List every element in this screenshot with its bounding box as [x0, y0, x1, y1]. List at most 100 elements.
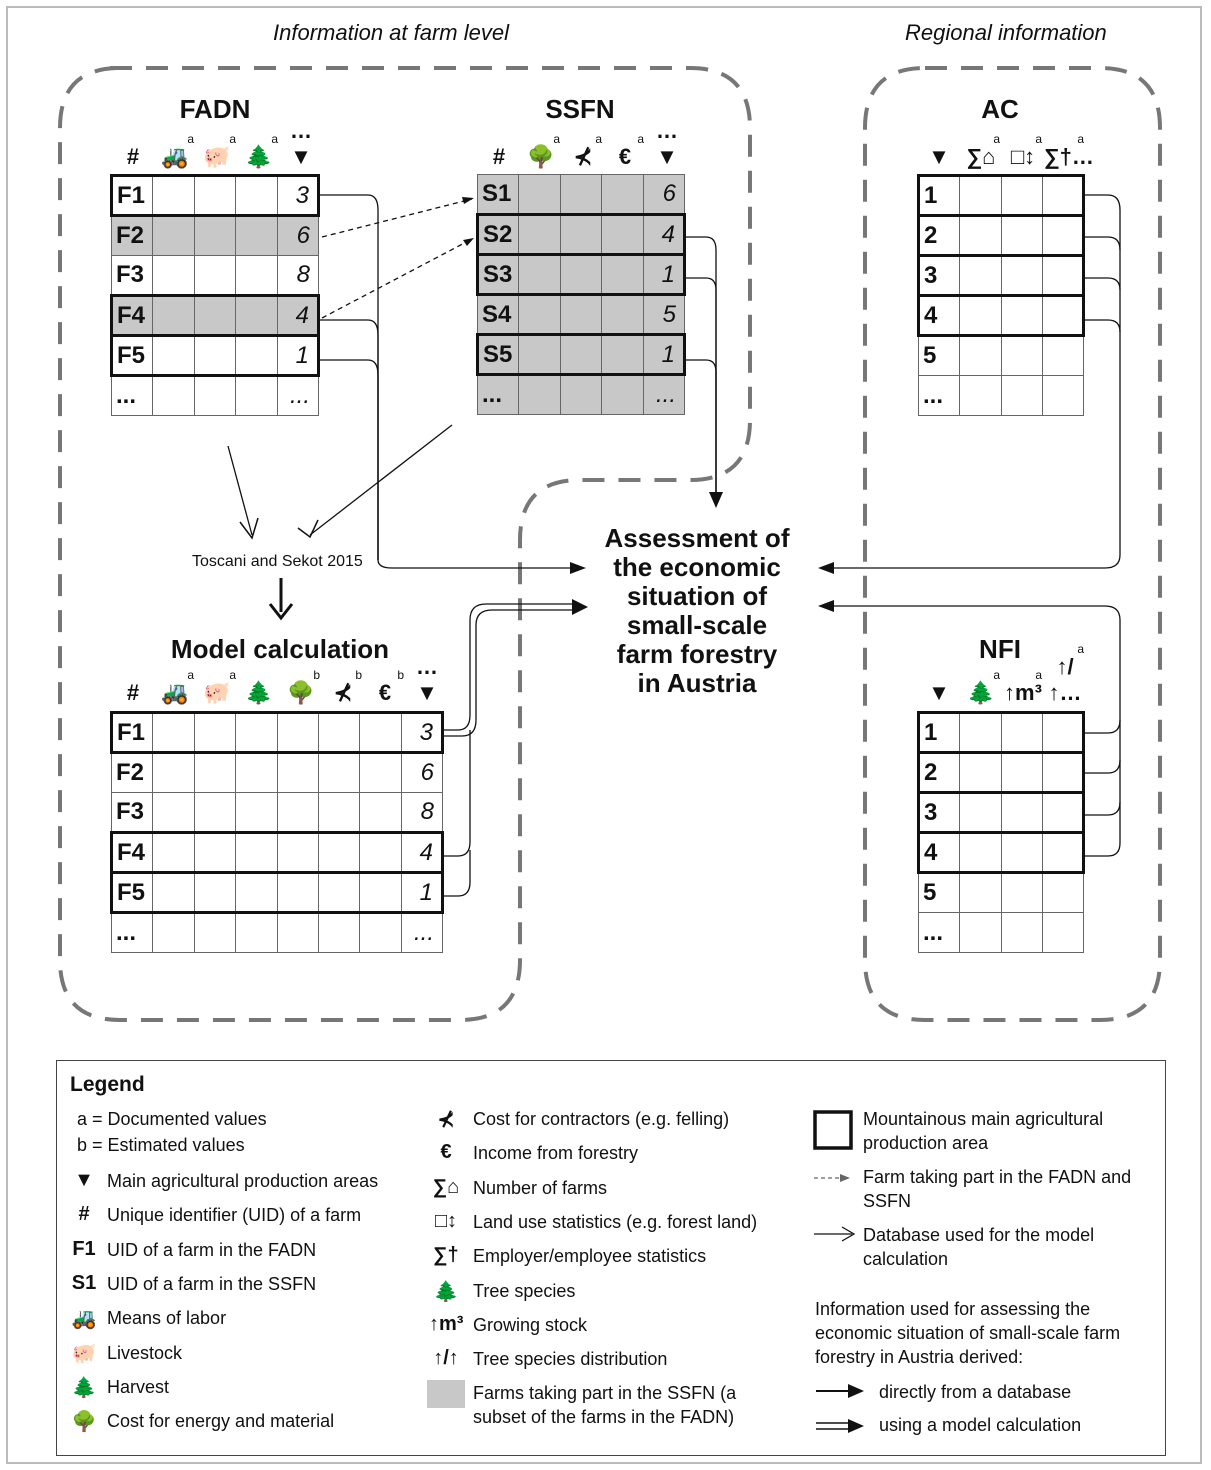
nfi-header-superscript-2: a: [1035, 668, 1042, 682]
nfi-header-superscript-3: a: [1077, 642, 1084, 656]
ac-row-id: 2: [916, 214, 961, 257]
ac-row-id: 1: [916, 174, 961, 217]
assessment-line-4: farm forestry: [616, 639, 778, 669]
fadn-row-region: ...: [276, 375, 320, 416]
arrowhead-fadn-assessment: [570, 562, 586, 574]
ac-header-superscript-3: a: [1077, 132, 1084, 146]
lg-col2-text-4: Employer/employee statistics: [473, 1246, 707, 1267]
model-row-region: 8: [400, 792, 444, 833]
lg-col3-text-0: Mountainous main agricultural production…: [863, 1109, 1104, 1153]
source-label: Toscani and Sekot 2015: [192, 553, 363, 570]
ac-header-superscript-2: a: [1035, 132, 1042, 146]
fadn-cell: [193, 255, 237, 296]
ssfn-cell: [518, 374, 561, 415]
fadn-cell: [193, 174, 237, 217]
lg-col1-icon-6: 🌲: [71, 1376, 97, 1399]
fadn-cell: [235, 334, 278, 377]
assessment-line-3: small-scale: [626, 610, 768, 640]
nfi-row-id: ...: [917, 912, 961, 953]
ssfn-cell: [559, 294, 603, 335]
arrowhead-dashed-1: [462, 197, 474, 204]
lg-col2-icon-3: □↕: [434, 1209, 458, 1232]
model-cell: [152, 792, 195, 833]
fadn-header-icon-4: …▼: [290, 118, 312, 169]
model-header-icon-3: 🌲: [245, 680, 273, 705]
model-header-icon-6: €b: [378, 668, 404, 705]
model-cell: [152, 752, 195, 793]
nfi-cell: [1000, 791, 1043, 834]
fadn-cell: [152, 215, 195, 256]
ssfn-cell: [559, 213, 603, 256]
nfi-cell: [1041, 711, 1086, 754]
ssfn-cell: [518, 213, 561, 256]
lg-col3-text-1: Farm taking part in the FADN and SSFN: [863, 1167, 1132, 1211]
fadn-cell: [235, 294, 278, 337]
model-cell: [152, 831, 195, 874]
link-model-f4: [444, 730, 471, 857]
model-cell: [193, 871, 237, 914]
model-row-id: F1: [109, 711, 154, 754]
ssfn-row-region: 4: [642, 213, 687, 256]
arrowhead-model-assessment: [572, 599, 588, 615]
lg-col1-icon-5: 🐖: [71, 1342, 97, 1365]
lg-col2-icon-4: ∑†: [433, 1244, 459, 1267]
ac-cell: [1000, 214, 1043, 257]
model-header-superscript-2: a: [229, 668, 236, 682]
model-row-region: 3: [400, 711, 445, 754]
nfi-cell: [1000, 751, 1043, 794]
nfi-cell: [1000, 912, 1043, 953]
fadn-row-region: 3: [276, 174, 321, 217]
lg-col2-icon-7: ↑/↑: [433, 1347, 459, 1370]
fadn-cell: [193, 294, 237, 337]
model-cell: [235, 711, 278, 754]
assessment-line-2: situation of: [626, 581, 768, 611]
legend-open-arrowhead: [841, 1226, 856, 1242]
fadn-header-icon-2: 🐖a: [203, 132, 236, 169]
nfi-row-id: 4: [916, 831, 961, 874]
fadn-cell: [235, 255, 278, 296]
link-nfi-3: [1085, 801, 1121, 816]
nfi-row-id: 2: [916, 751, 961, 794]
ac-cell: [1000, 294, 1043, 337]
fadn-cell: [152, 294, 195, 337]
model-header-superscript-4: b: [313, 668, 320, 682]
ssfn-row: ......: [476, 374, 686, 415]
link-ac-3: [1085, 277, 1121, 291]
lg-col1-text-7: Cost for energy and material: [107, 1411, 335, 1432]
fadn-cell: [193, 334, 237, 377]
ac-row: 1: [916, 174, 1086, 217]
nfi-cell: [959, 711, 1002, 754]
ssfn-cell: [601, 333, 644, 376]
ac-cell: [959, 254, 1002, 297]
fadn-row-id: ...: [110, 375, 154, 416]
lg-col2-text-2: Number of farms: [473, 1177, 608, 1198]
model-cell: [152, 711, 195, 754]
lg-col2-text-5: Tree species: [473, 1280, 576, 1301]
ac-title: AC: [981, 94, 1019, 124]
nfi-row-id: 3: [916, 791, 961, 834]
link-fadn-f4: [320, 319, 379, 560]
model-title: Model calculation: [170, 634, 390, 664]
fadn-row-region: 6: [276, 215, 320, 256]
link-ssfn-s2: [686, 236, 717, 495]
farm-level-label: Information at farm level: [273, 20, 509, 45]
nfi-cell: [1041, 831, 1086, 874]
model-cell: [193, 831, 237, 874]
link-model-f1-a: [444, 603, 580, 731]
nfi-row: 1: [916, 711, 1086, 754]
ssfn-cell: [559, 333, 603, 376]
model-icon-header: #🚜a🐖a🌲🌳b⊀b€b…▼: [112, 654, 448, 706]
model-row-region: 1: [400, 871, 445, 914]
model-cell: [317, 711, 361, 754]
fadn-row-id: F5: [109, 334, 154, 377]
model-cell: [235, 871, 278, 914]
ac-row: 3: [916, 254, 1086, 297]
model-header-icon-0: #: [126, 680, 140, 705]
ac-cell: [959, 294, 1002, 337]
